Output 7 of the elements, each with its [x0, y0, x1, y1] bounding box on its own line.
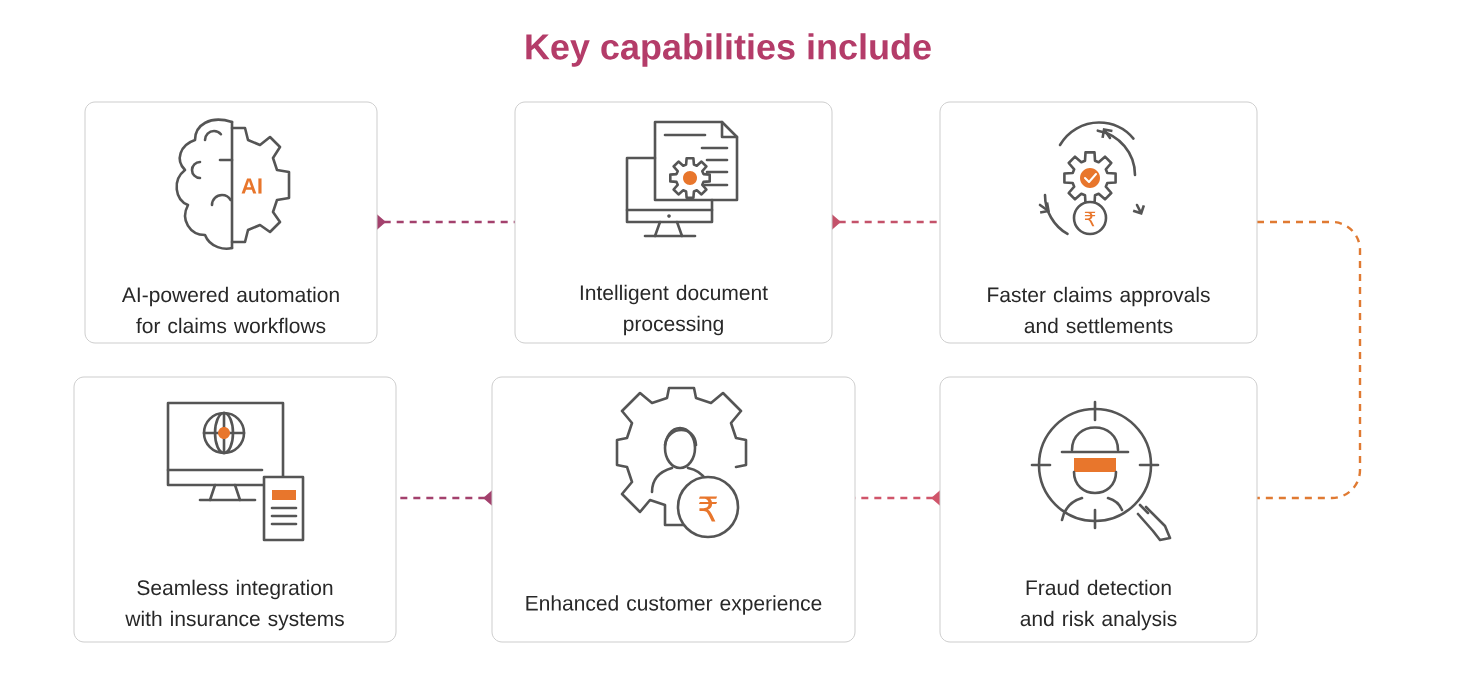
title: Key capabilities include [526, 33, 931, 67]
rupee-symbol: ₹ [1084, 211, 1096, 227]
capability-card: Seamless integration with insurance systems [73, 376, 397, 643]
rupee-symbol: ₹ [698, 496, 718, 522]
capability-card: Fraud detection and risk analysis [939, 376, 1258, 643]
icon-label: AI [241, 178, 262, 194]
capability-card: Intelligent document processing [514, 101, 833, 344]
